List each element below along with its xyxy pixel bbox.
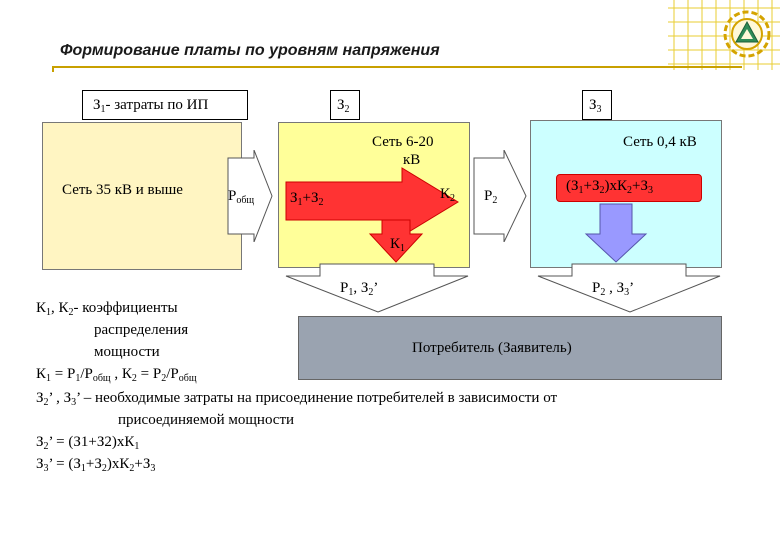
logo-icon [723, 10, 771, 58]
k2-label: К2 [440, 186, 456, 204]
label-z1: З1- затраты по ИП [82, 90, 248, 120]
box-network-0-4kv-label: Сеть 0,4 кВ [623, 134, 697, 150]
red-split-arrow [285, 167, 459, 263]
note-line-2: распределения [94, 322, 189, 338]
down-chevron-right [537, 263, 721, 313]
consumer-label: Потребитель (Заявитель) [412, 340, 572, 356]
box-network-35kv [42, 122, 242, 270]
chevron-arrow-p2 [473, 150, 527, 242]
p2-z3-label: Р2 , З3’ [592, 280, 635, 298]
label-z2: З2 [330, 90, 360, 120]
purple-down-arrow [584, 203, 648, 263]
ptotal-label: Робщ [228, 188, 255, 206]
page-title: Формирование платы по уровням напряжения [60, 42, 440, 59]
box-network-6-20kv-label-1: Сеть 6-20 [372, 134, 434, 150]
down-chevron-left [285, 263, 469, 313]
title-underline-tick [52, 66, 54, 72]
formula-label: (З1+З2)хК2+З3 [566, 178, 653, 196]
title-underline [52, 66, 742, 68]
note-line-3: мощности [94, 344, 160, 360]
note-line-7: З2’ = (З1+З2)хК1 [36, 434, 140, 452]
z1-plus-z2-label: З1+З2 [290, 190, 324, 208]
label-z3: З3 [582, 90, 612, 120]
formula-box [556, 174, 702, 202]
chevron-arrow-ptotal [227, 150, 273, 242]
box-network-35kv-label: Сеть 35 кВ и выше [62, 182, 183, 198]
consumer-box [298, 316, 722, 380]
note-line-4: К1 = Р1/Робщ , К2 = Р2/Робщ [36, 366, 197, 384]
note-line-6: присоединяемой мощности [118, 412, 295, 428]
note-line-1: К1, К2- коэффициенты [36, 300, 178, 318]
note-line-5: З2’ , З3’ – необходимые затраты на присо… [36, 390, 558, 408]
p1-z2-label: Р1, З2’ [340, 280, 379, 298]
p2-label: Р2 [484, 188, 498, 206]
note-line-8: З3’ = (З1+З2)хК2+З3 [36, 456, 156, 474]
k1-label: К1 [390, 236, 406, 254]
box-network-6-20kv-label-2: кВ [403, 152, 421, 168]
